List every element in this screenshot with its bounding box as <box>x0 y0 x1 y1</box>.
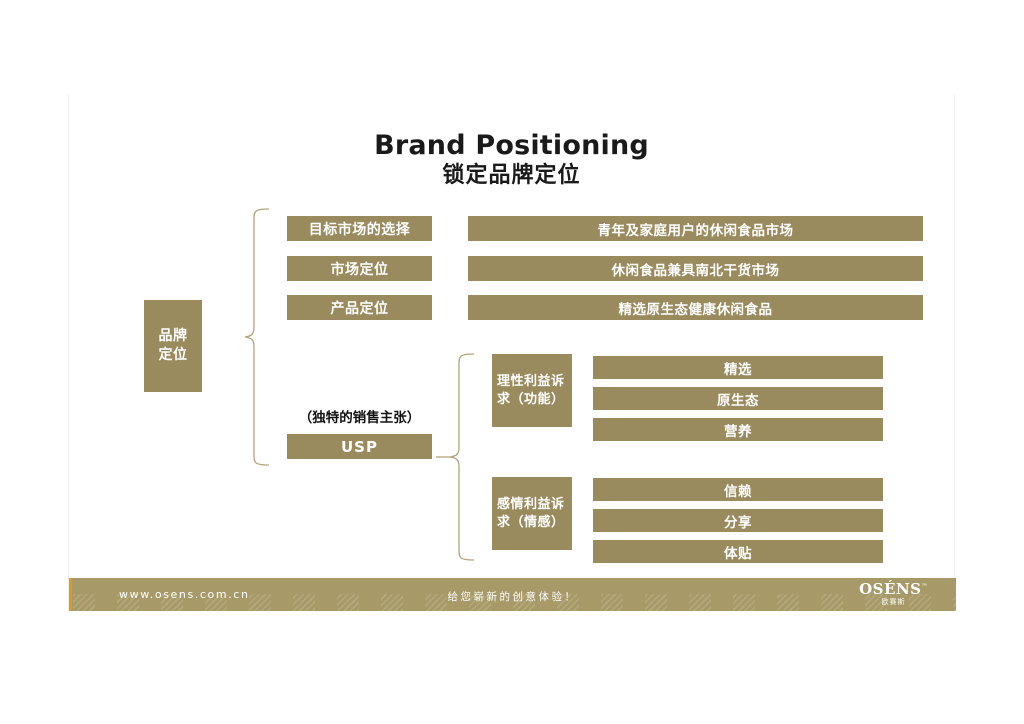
branch-box-usp[interactable]: USP <box>287 434 432 459</box>
slide-canvas: Brand Positioning 锁定品牌定位 品牌 定位 目标市场的选择 市… <box>68 95 956 611</box>
title-chinese: 锁定品牌定位 <box>442 162 581 188</box>
brace-root-to-branches <box>244 208 270 466</box>
description-box-target-market[interactable]: 青年及家庭用户的休闲食品市场 <box>468 216 923 241</box>
root-node-label-line2: 定位 <box>158 347 188 363</box>
usp-caption: （独特的销售主张） <box>298 410 421 426</box>
footer-slogan: 给您崭新的创意体验！ <box>447 591 578 603</box>
branch-label: 目标市场的选择 <box>308 221 411 238</box>
slide-footer: www.osens.com.cn 给您崭新的创意体验！ OSÉNS™ 欧赛斯 <box>69 578 956 611</box>
footer-website-url[interactable]: www.osens.com.cn <box>119 588 250 601</box>
root-node-brand-positioning[interactable]: 品牌 定位 <box>144 300 202 392</box>
leaf-label: 分享 <box>724 514 752 531</box>
leaf-box-emotional-3[interactable]: 体贴 <box>593 540 883 563</box>
benefit-group-rational[interactable]: 理性利益诉求（功能） <box>492 354 572 427</box>
usp-label: USP <box>341 437 378 456</box>
benefit-group-emotional[interactable]: 感情利益诉求（情感） <box>492 477 572 550</box>
description-box-market-positioning[interactable]: 休闲食品兼具南北干货市场 <box>468 256 923 281</box>
leaf-label: 精选 <box>724 361 752 378</box>
branch-label: 产品定位 <box>330 300 389 317</box>
branch-box-market-positioning[interactable]: 市场定位 <box>287 256 432 281</box>
logo-subtitle: 欧赛斯 <box>881 598 906 606</box>
leaf-label: 营养 <box>724 423 752 440</box>
title-english: Brand Positioning <box>374 130 649 161</box>
description-text: 休闲食品兼具南北干货市场 <box>611 262 780 279</box>
footer-hatch-pattern <box>73 594 956 611</box>
benefit-group-label: 感情利益诉求（情感） <box>497 496 565 530</box>
brace-usp-to-benefits <box>436 353 475 561</box>
leaf-label: 体贴 <box>724 545 752 562</box>
branch-box-target-market[interactable]: 目标市场的选择 <box>287 216 432 241</box>
leaf-box-emotional-1[interactable]: 信赖 <box>593 478 883 501</box>
description-text: 精选原生态健康休闲食品 <box>618 301 773 318</box>
leaf-box-emotional-2[interactable]: 分享 <box>593 509 883 532</box>
branch-box-product-positioning[interactable]: 产品定位 <box>287 295 432 320</box>
leaf-box-rational-2[interactable]: 原生态 <box>593 387 883 410</box>
root-node-label-line1: 品牌 <box>158 328 188 345</box>
logo-wordmark-text: OSÉNS <box>859 580 922 598</box>
leaf-box-rational-1[interactable]: 精选 <box>593 356 883 379</box>
logo-wordmark: OSÉNS™ <box>859 582 928 597</box>
trademark-icon: ™ <box>921 583 928 590</box>
branch-label: 市场定位 <box>330 261 389 278</box>
description-box-product-positioning[interactable]: 精选原生态健康休闲食品 <box>468 295 923 320</box>
footer-accent-stripe <box>69 578 72 611</box>
description-text: 青年及家庭用户的休闲食品市场 <box>597 222 794 239</box>
leaf-label: 原生态 <box>717 392 759 409</box>
brand-logo: OSÉNS™ 欧赛斯 <box>859 582 928 606</box>
leaf-label: 信赖 <box>724 483 752 500</box>
page-title: Brand Positioning 锁定品牌定位 <box>69 130 954 189</box>
leaf-box-rational-3[interactable]: 营养 <box>593 418 883 441</box>
benefit-group-label: 理性利益诉求（功能） <box>497 373 565 407</box>
